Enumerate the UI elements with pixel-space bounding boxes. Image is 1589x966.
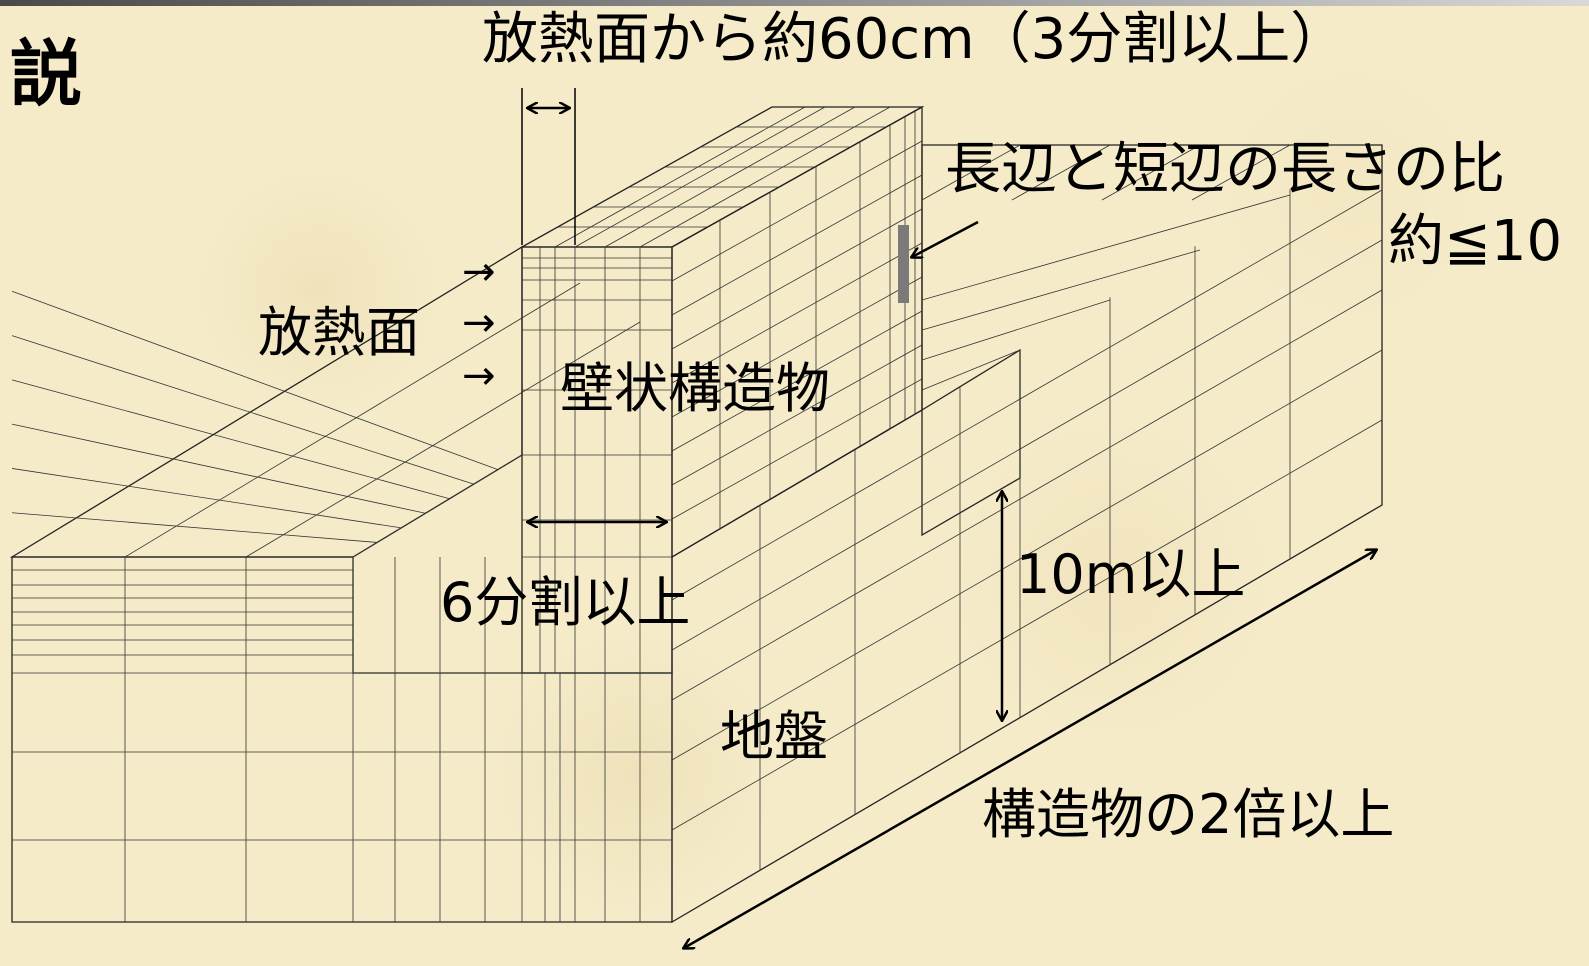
label-heat-face: 放熱面 [258, 301, 420, 364]
page-heading: 説 [10, 32, 83, 116]
mesh-line [574, 106, 826, 248]
mesh-line [1101, 144, 1201, 201]
mesh-line [1011, 144, 1111, 201]
mesh-line [921, 349, 1021, 391]
mesh-line [245, 321, 641, 558]
mesh-line [671, 310, 923, 452]
mesh-line [921, 299, 1111, 361]
mesh-line [554, 106, 806, 248]
heat-arrow-3: → [462, 353, 496, 399]
mesh-line [671, 419, 1383, 831]
label-six-div: 6分割以上 [440, 571, 691, 634]
highlight-element [898, 225, 909, 303]
mesh-line [124, 282, 581, 558]
mesh-line [671, 344, 923, 486]
label-depth: 10m以上 [1016, 543, 1246, 606]
mesh-line [352, 454, 523, 558]
mesh-line [921, 144, 1021, 201]
mesh-line [11, 423, 426, 514]
label-ratio-title: 長辺と短辺の長さの比 [945, 137, 1505, 202]
heat-arrow-1: → [462, 249, 496, 295]
label-wall-structure: 壁状構造物 [560, 357, 830, 420]
mesh-line [639, 106, 891, 248]
label-ground: 地盤 [720, 705, 828, 768]
ground-top-left [9, 245, 523, 558]
dimension-lines [521, 88, 1376, 948]
mesh-line [671, 378, 923, 520]
heat-arrow-2: → [462, 300, 496, 346]
mesh-line [11, 512, 378, 543]
mesh-line [921, 249, 1201, 331]
mesh-line [11, 335, 474, 485]
mesh-line [671, 276, 923, 418]
label-ratio-value: 約≦10 [1388, 209, 1563, 274]
mesh-line [11, 468, 402, 529]
ratio-pointer-arrow [912, 220, 979, 257]
mesh-line [671, 140, 923, 282]
slide-top-bar [0, 0, 1589, 6]
length-arrow [684, 550, 1376, 948]
mesh-line [921, 194, 1291, 301]
wall-top-face [519, 106, 925, 248]
label-length: 構造物の2倍以上 [982, 783, 1395, 846]
mesh-line [671, 174, 923, 316]
mesh-line [671, 189, 1383, 601]
mesh-line [671, 208, 923, 350]
label-heat-face-top: 放熱面から約60cm（3分割以上） [482, 7, 1347, 72]
mesh-line [671, 242, 923, 384]
mesh-line [1191, 144, 1291, 201]
mesh-line [604, 106, 856, 248]
mesh-line [11, 379, 450, 500]
mesh-line [11, 290, 498, 470]
